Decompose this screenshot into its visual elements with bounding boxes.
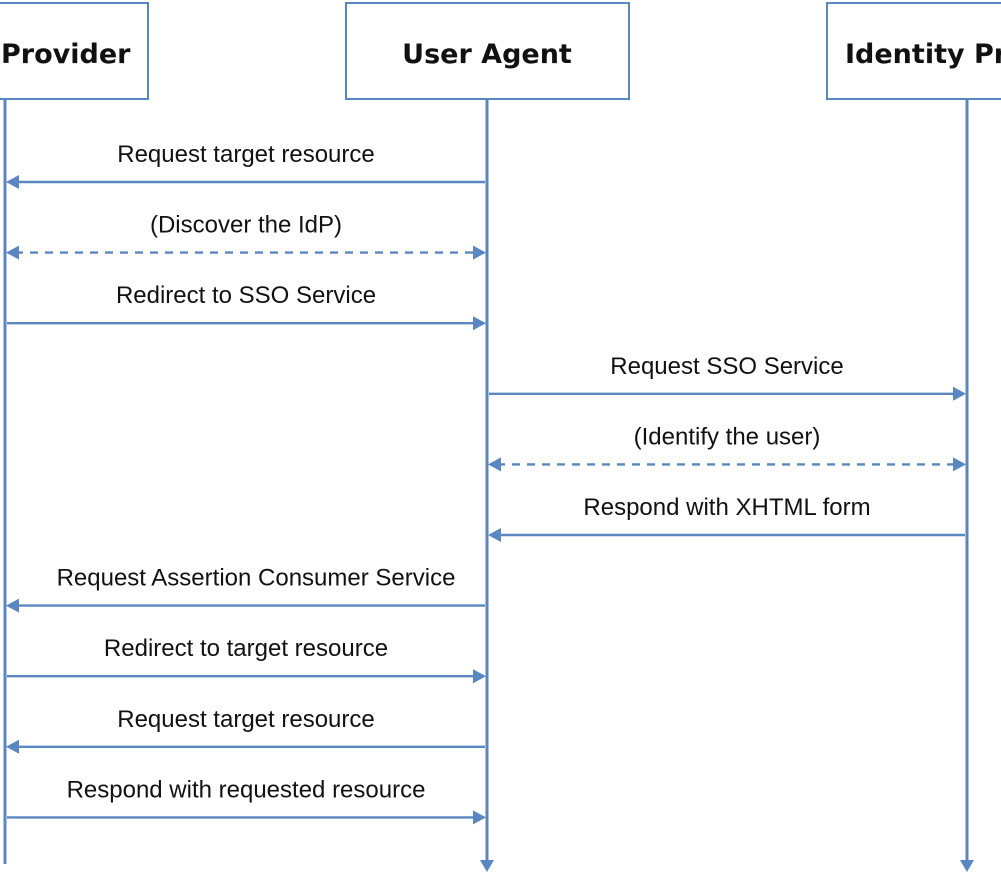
lifelines-layer [3, 99, 974, 872]
actor-box [345, 2, 630, 100]
actor-box [826, 2, 1001, 100]
message-arrowhead-back [488, 457, 501, 472]
actor-box [0, 2, 149, 100]
message-label: Redirect to SSO Service [116, 282, 376, 309]
message: (Discover the IdP) [6, 212, 486, 260]
message-arrowhead [473, 316, 486, 331]
message-arrowhead [6, 175, 19, 189]
actor-label: User Agent [402, 39, 572, 70]
message-arrowhead [6, 598, 19, 613]
message: Redirect to SSO Service [7, 282, 486, 331]
message: Redirect to target resource [7, 635, 486, 684]
message: Request target resource [6, 706, 485, 754]
message: (Identify the user) [488, 423, 966, 472]
message-label: Respond with XHTML form [583, 494, 870, 521]
message-label: Request target resource [117, 141, 374, 168]
actor-sp: Provider [0, 2, 149, 100]
message-label: Request target resource [117, 706, 374, 733]
actors-layer: Provider User Agent Identity Pr [0, 2, 1001, 100]
message: Request target resource [6, 141, 485, 189]
messages-layer: Request target resource (Discover the IdP… [6, 141, 966, 825]
message-label: (Identify the user) [634, 423, 821, 450]
message: Request SSO Service [489, 353, 966, 401]
message-arrowhead [473, 669, 486, 684]
actor-idp: Identity Pr [826, 2, 1001, 100]
message-arrowhead [473, 810, 486, 825]
message-arrowhead [953, 457, 966, 472]
actor-label: Identity Pr [845, 39, 1001, 70]
message-label: (Discover the IdP) [150, 212, 342, 239]
message-arrowhead [473, 245, 486, 260]
message-arrowhead [488, 528, 501, 542]
message: Request Assertion Consumer Service [6, 565, 485, 613]
message-label: Respond with requested resource [67, 776, 426, 803]
message-label: Redirect to target resource [104, 635, 388, 662]
message-arrowhead-back [6, 245, 19, 260]
message-label: Request Assertion Consumer Service [57, 565, 456, 592]
message-arrowhead [6, 739, 19, 754]
lifeline-end-arrow [480, 860, 494, 872]
message: Respond with requested resource [7, 776, 486, 825]
message-label: Request SSO Service [610, 353, 843, 380]
lifeline-end-arrow [960, 860, 974, 872]
message: Respond with XHTML form [488, 494, 965, 542]
actor-ua: User Agent [345, 2, 630, 100]
actor-label: Provider [1, 39, 131, 70]
message-arrowhead [953, 386, 966, 401]
